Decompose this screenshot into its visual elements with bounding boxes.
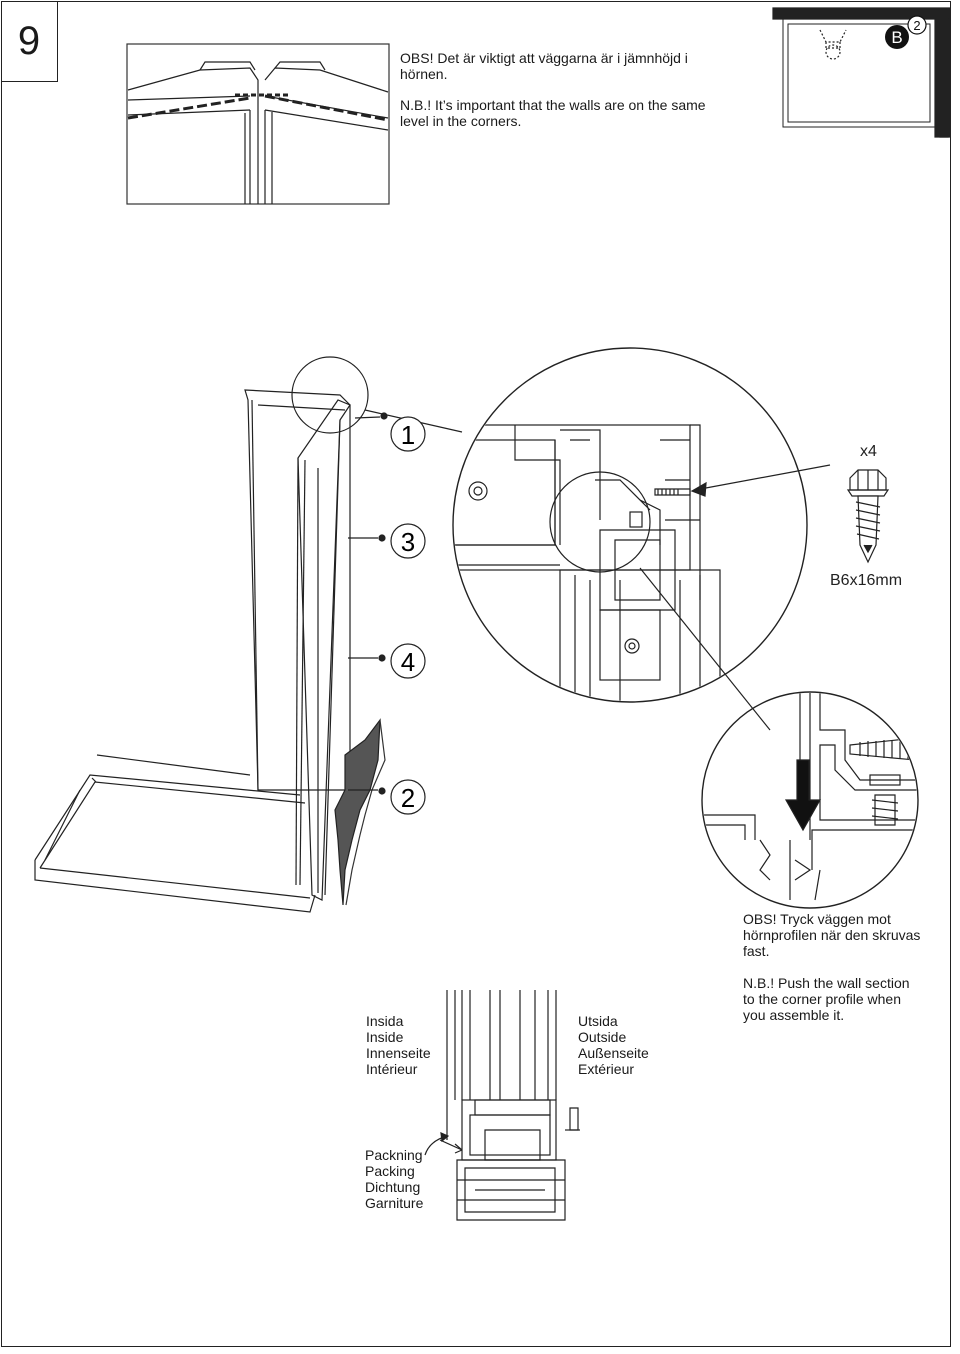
screw-size: B6x16mm xyxy=(830,572,902,589)
seal-arrowhead xyxy=(440,1132,450,1143)
inside-labels: Insida Inside Innenseite Intérieur xyxy=(366,1013,431,1077)
outside-labels: Utsida Outside Außenseite Extérieur xyxy=(578,1013,649,1077)
screw-quantity: x4 xyxy=(860,443,877,460)
badge-letter-circle xyxy=(885,25,909,49)
profile-section xyxy=(439,990,580,1221)
push-detail-circle xyxy=(701,691,919,909)
callout-circles: 1 3 4 2 xyxy=(390,416,426,815)
outside-label: Outside xyxy=(578,1029,627,1045)
top-note-sv: OBS! Det är viktigt att väggarna är i jä… xyxy=(400,50,688,82)
callout-number: 3 xyxy=(401,527,415,557)
inside-label: Insida xyxy=(366,1013,404,1029)
step-number: 9 xyxy=(1,1,58,82)
seal-labels: Packning Packing Dichtung Garniture xyxy=(365,1147,423,1211)
screw-icon xyxy=(846,469,890,564)
corner-level-detail xyxy=(126,43,390,205)
push-note-sv: OBS! Tryck väggen mot hörnprofilen när d… xyxy=(743,911,921,959)
seal-label: Garniture xyxy=(365,1195,424,1211)
inside-label: Innenseite xyxy=(366,1045,431,1061)
seal-label: Packning xyxy=(365,1147,423,1163)
wall-corner-assembly xyxy=(34,389,386,913)
screw-markers xyxy=(348,412,388,795)
inside-label: Inside xyxy=(366,1029,404,1045)
outside-label: Extérieur xyxy=(578,1061,635,1077)
seal-label: Dichtung xyxy=(365,1179,421,1195)
badge-number: 2 xyxy=(913,18,920,33)
outside-label: Außenseite xyxy=(578,1045,649,1061)
callout-number: 2 xyxy=(401,783,415,813)
badge-number-circle xyxy=(907,15,927,35)
detail-indicator xyxy=(291,356,369,434)
profile-detail-circle xyxy=(452,347,831,703)
seal-label: Packing xyxy=(365,1163,415,1179)
outside-label: Utsida xyxy=(578,1013,618,1029)
badge-letter: B xyxy=(891,28,902,47)
callout-number: 4 xyxy=(401,647,415,677)
location-plan xyxy=(772,7,951,138)
inside-label: Intérieur xyxy=(366,1061,418,1077)
callout-number: 1 xyxy=(401,420,415,450)
leader-line-lower xyxy=(639,567,771,731)
top-note-en: N.B.! It’s important that the walls are … xyxy=(400,97,706,129)
push-note-en: N.B.! Push the wall section to the corne… xyxy=(743,975,910,1023)
